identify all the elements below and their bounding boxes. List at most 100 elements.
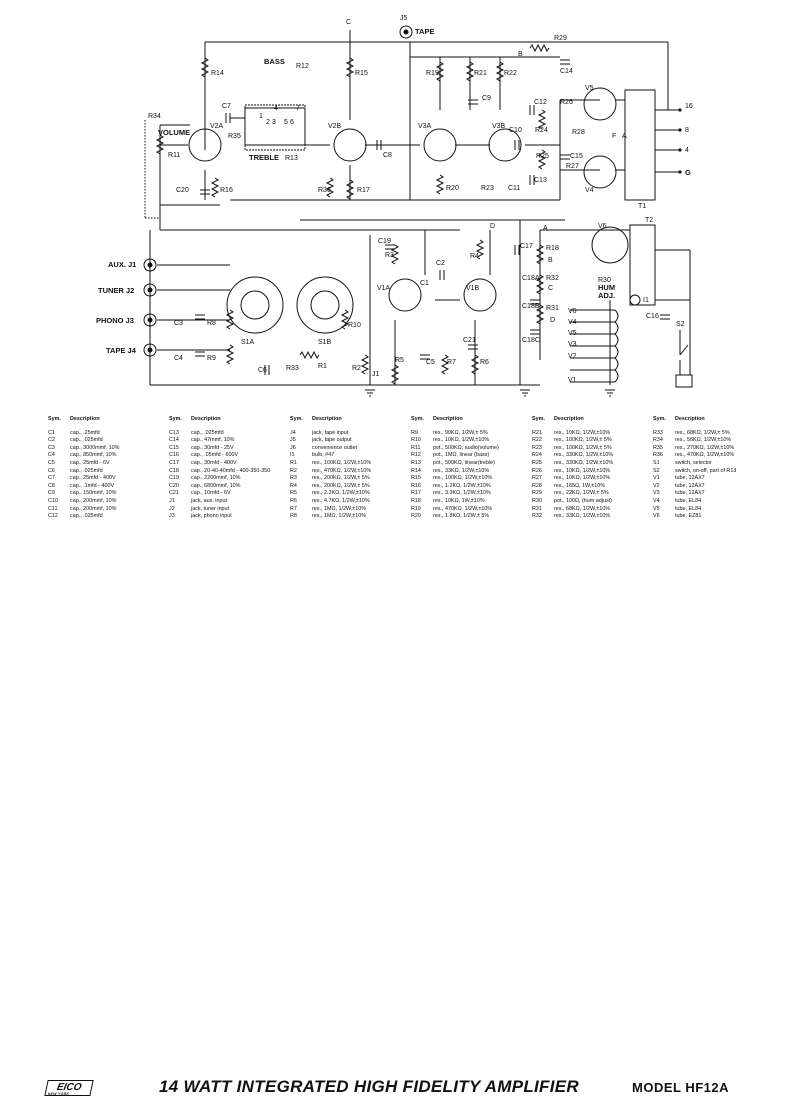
tone-control-network — [244, 104, 306, 151]
part-symbol: C20 — [169, 482, 179, 489]
parts-header: Sym.Description — [290, 416, 371, 424]
part-description: cap., 2200mmf, 10% — [191, 475, 241, 482]
label-r34: R34 — [148, 113, 161, 120]
label-aux: AUX. J1 — [108, 260, 136, 269]
label-r1: R1 — [318, 363, 327, 370]
label-hum: HUM — [598, 283, 615, 292]
part-description: cap., .025mfd — [191, 429, 224, 436]
part-description: cap., .05mfd - 600V — [191, 452, 239, 459]
parts-row: R1 res., 100KΩ, 1/2W,±10% — [290, 460, 371, 468]
label-v5h: V5 — [568, 330, 577, 337]
part-description: res., 470KΩ, 1/2W,±10% — [675, 452, 735, 459]
ground-symbols — [365, 389, 615, 397]
part-description: res., 100KΩ, 1/2W,±10% — [312, 459, 372, 466]
component-labels: C J5 TAPE R29 C14 R14 BASS R12 R15 R19 R… — [96, 15, 693, 384]
label-c12: C12 — [534, 99, 547, 106]
label-r36: R36 — [318, 187, 331, 194]
label-r8: R8 — [207, 320, 216, 327]
part-symbol: R17 — [411, 490, 421, 497]
label-r32: R32 — [546, 275, 559, 282]
parts-header: Sym.Description — [653, 416, 736, 424]
part-symbol: C12 — [48, 513, 58, 520]
part-description: res., 33KΩ, 1/2W,±10% — [554, 513, 611, 520]
label-t4: 4 — [685, 147, 689, 154]
parts-header: Sym.Description — [169, 416, 270, 424]
part-description: res., 200KΩ, 1/2W,± 5% — [312, 475, 370, 482]
label-a-mid: A — [622, 133, 627, 140]
vacuum-tubes — [188, 87, 641, 312]
label-r19: R19 — [426, 70, 439, 77]
part-symbol: C17 — [169, 459, 179, 466]
label-v4: V4 — [585, 187, 594, 194]
part-description: convenience outlet — [312, 444, 357, 451]
label-c1: C1 — [420, 280, 429, 287]
part-symbol: R12 — [411, 452, 421, 459]
label-v6h: V6 — [568, 308, 577, 315]
part-symbol: R1 — [290, 459, 297, 466]
label-i1: I1 — [643, 297, 649, 304]
part-symbol: R13 — [411, 459, 421, 466]
label-a-ps: A — [543, 225, 548, 232]
part-symbol: R6 — [290, 497, 297, 504]
part-description: cap., .025mfd — [70, 437, 103, 444]
label-pin-6: 6 — [290, 119, 294, 126]
logo-subtext: NEW YORK — [47, 1092, 70, 1096]
part-symbol: R4 — [290, 482, 297, 489]
parts-header-desc: Description — [70, 416, 100, 422]
label-r5: R5 — [395, 357, 404, 364]
part-symbol: C1 — [48, 429, 55, 436]
part-description: cap., .025mfd — [70, 513, 103, 520]
label-c13: C13 — [534, 177, 547, 184]
parts-header-sym: Sym. — [411, 416, 424, 422]
parts-header-sym: Sym. — [290, 416, 303, 422]
part-symbol: C4 — [48, 452, 55, 459]
part-description: cap., 20-40-40mfd - 400-350-350 — [191, 467, 271, 474]
part-symbol: V5 — [653, 505, 660, 512]
input-jacks — [143, 25, 413, 357]
label-v4h: V4 — [568, 319, 577, 326]
label-v1h: V1 — [568, 377, 577, 384]
part-description: cap., 150mmf, 10% — [70, 490, 117, 497]
label-c18a: C18A — [522, 275, 540, 282]
label-r4: R4 — [470, 253, 479, 260]
part-description: tube, 12AX7 — [675, 475, 705, 482]
label-tape-in: TAPE J4 — [106, 346, 137, 355]
part-symbol: R16 — [411, 482, 421, 489]
model-number: MODEL HF12A — [632, 1080, 729, 1095]
part-description: res., 10KΩ, 1/2W,±10% — [554, 429, 611, 436]
part-symbol: C5 — [48, 459, 55, 466]
part-symbol: R32 — [532, 513, 542, 520]
label-c11: C11 — [508, 185, 520, 192]
label-r12: R12 — [296, 63, 309, 70]
label-r11: R11 — [168, 152, 180, 159]
part-description: pot., 500KΩ, audio(volume) — [433, 444, 499, 451]
part-description: res., 165Ω, 1W,±10% — [554, 482, 606, 489]
part-symbol: R15 — [411, 475, 421, 482]
output-terminals — [678, 108, 682, 174]
label-d-ps: D — [550, 317, 555, 324]
label-c10: C10 — [509, 127, 522, 134]
label-d: D — [490, 223, 495, 230]
part-symbol: R2 — [290, 467, 297, 474]
part-symbol: C15 — [169, 444, 179, 451]
